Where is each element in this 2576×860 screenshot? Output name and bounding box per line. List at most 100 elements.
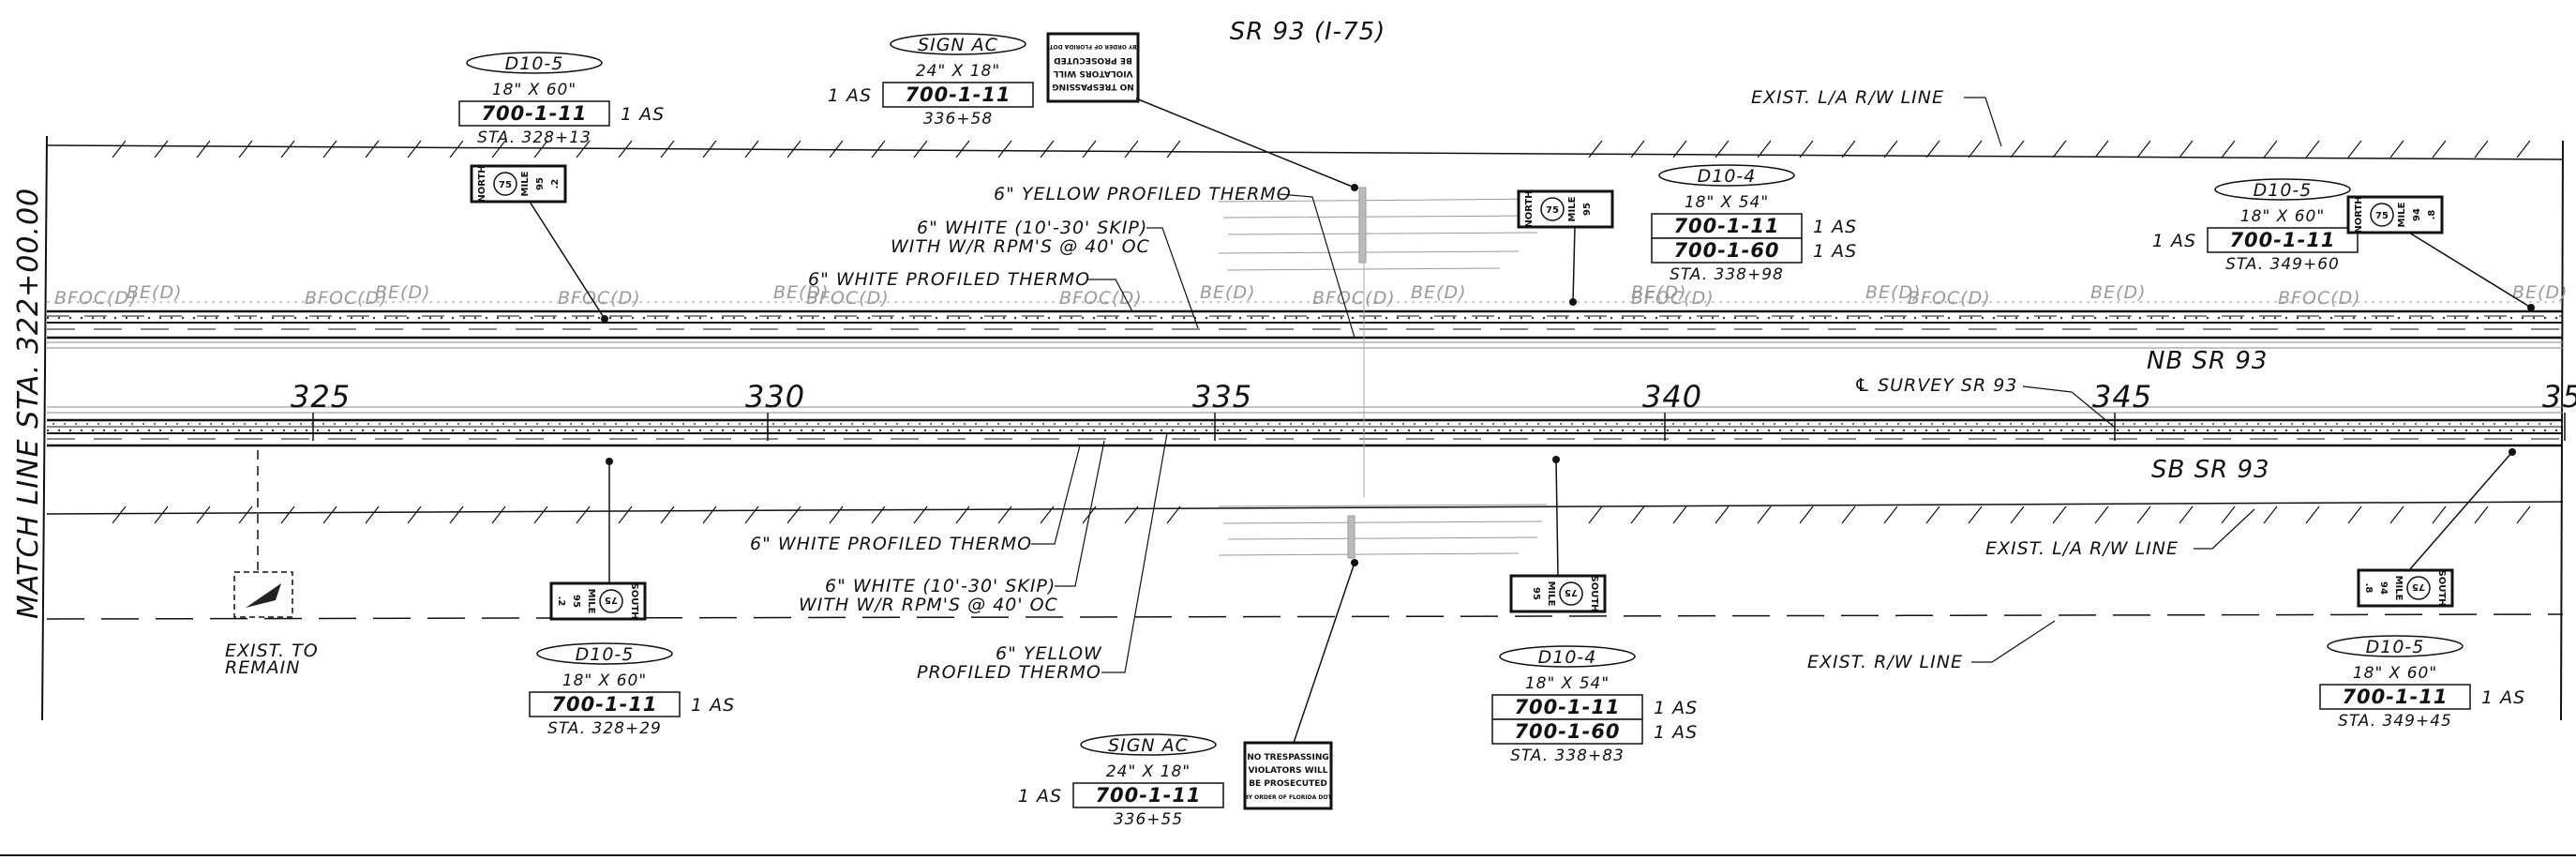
pay-qty: 1 AS [1654, 722, 1698, 743]
svg-text:NO TRESPASSING: NO TRESPASSING [1052, 82, 1134, 91]
sign-station: STA. 338+98 [1670, 265, 1784, 284]
bfoc-label: BFOC(D) [54, 288, 138, 309]
pay-item: 700-1-60 [1673, 239, 1779, 262]
marker-direction: SOUTH [1589, 575, 1599, 611]
sign-size: 18" X 54" [1685, 193, 1769, 212]
nb-roadway-label: NB SR 93 [2147, 347, 2268, 375]
rw-line-top [46, 144, 2564, 160]
marker-direction: NORTH [1524, 190, 1535, 227]
pay-qty: 1 AS [2152, 231, 2196, 251]
pay-qty: 1 AS [691, 695, 735, 716]
marker-direction: NORTH [477, 165, 487, 202]
bfoc-label: BFOC(D) [1059, 288, 1143, 309]
pay-item: 700-1-11 [2229, 229, 2335, 251]
interstate-shield-icon [493, 172, 517, 196]
sign-type: SIGN AC [1108, 735, 1189, 756]
pay-item: 700-1-11 [1095, 784, 1201, 807]
sb-roadway-label: SB SR 93 [2151, 456, 2270, 484]
station-label: 325 [291, 379, 351, 415]
be-label: BE(D) [773, 282, 830, 303]
match-line-label: MATCH LINE STA. 322+00.00 [12, 188, 45, 619]
svg-text:75: 75 [605, 595, 618, 605]
interstate-shield-icon [1559, 581, 1583, 606]
sign-station: 336+58 [923, 110, 993, 128]
marker-number: 94 [2412, 208, 2422, 221]
pay-item: 700-1-11 [2342, 686, 2448, 708]
marker-number: 94 [2378, 581, 2389, 595]
be-label: BE(D) [2512, 282, 2569, 303]
sign-type: D10-5 [576, 644, 635, 665]
marker-direction: NORTH [2354, 196, 2364, 233]
marker-direction: SOUTH [629, 582, 639, 619]
marker-fraction: .8 [2363, 583, 2374, 594]
marker-number: 95 [1531, 587, 1541, 600]
station-label: 340 [1642, 379, 1702, 415]
pay-qty: 1 AS [1654, 698, 1698, 718]
pay-qty: 1 AS [1018, 786, 1062, 807]
marker-word: MILE [2397, 202, 2407, 227]
bfoc-labels: BFOC(D) BFOC(D) BFOC(D) BFOC(D) BFOC(D) BFOC(… [54, 282, 2569, 309]
yellow-profiled-bottom-2: PROFILED THERMO [917, 662, 1101, 683]
yellow-profiled-top-label: 6" YELLOW PROFILED THERMO [994, 184, 1292, 204]
exist-to-remain-1: EXIST. TO [225, 641, 319, 661]
pay-qty: 1 AS [1813, 217, 1857, 237]
white-skip-top-1: 6" WHITE (10'-30' SKIP) [917, 218, 1147, 238]
no-trespassing-sign-top: NO TRESPASSING VIOLATORS WILL BE PROSECU… [1046, 32, 1140, 103]
marker-word: MILE [1546, 581, 1556, 607]
bfoc-label: BFOC(D) [2278, 288, 2361, 309]
svg-text:75: 75 [2375, 211, 2389, 221]
bfoc-label: BFOC(D) [1908, 288, 1991, 309]
white-skip-bottom-2: WITH W/R RPM'S @ 40' OC [799, 595, 1058, 615]
white-profiled-top-label: 6" WHITE PROFILED THERMO [808, 269, 1090, 290]
pay-qty: 1 AS [621, 104, 665, 125]
station-label: 35 [2542, 379, 2576, 415]
bfoc-label: BFOC(D) [806, 288, 890, 309]
marker-fraction: .2 [550, 179, 561, 189]
sign-size: 18" X 60" [2353, 664, 2437, 683]
interstate-shield-icon [1540, 197, 1565, 221]
sign-type: D10-4 [1698, 166, 1757, 187]
exist-la-rw-bottom-label: EXIST. L/A R/W LINE [1985, 538, 2179, 559]
marker-number: 95 [535, 177, 546, 190]
sign-station: STA. 349+45 [2338, 712, 2452, 731]
callouts: EXIST. L/A R/W LINE 6" YELLOW PROFILED T… [225, 87, 2255, 683]
marker-word: MILE [2393, 576, 2404, 601]
sheet-title: SR 93 (I-75) [1230, 18, 1386, 46]
bfoc-label: BFOC(D) [558, 288, 641, 309]
match-line-left [41, 135, 48, 721]
sign-size: 18" X 60" [492, 81, 577, 99]
interstate-shield-icon [599, 589, 623, 613]
station-label: 345 [2092, 379, 2152, 415]
existing-sign-box [233, 571, 293, 618]
white-skip-bottom-1: 6" WHITE (10'-30' SKIP) [825, 576, 1056, 596]
no-trespassing-sign-bottom: NO TRESPASSING VIOLATORS WILL BE PROSECU… [1243, 741, 1333, 810]
marker-word: MILE [1567, 196, 1578, 221]
be-label: BE(D) [1411, 282, 1467, 303]
sign-type: D10-4 [1538, 647, 1597, 668]
pay-qty: 1 AS [828, 85, 872, 106]
marker-fraction: .2 [556, 596, 566, 607]
svg-text:VIOLATORS WILL: VIOLATORS WILL [1248, 766, 1327, 776]
svg-text:BE PROSECUTED: BE PROSECUTED [1249, 779, 1327, 789]
pay-item: 700-1-11 [551, 693, 657, 716]
sign-size: 24" X 18" [916, 62, 1000, 81]
svg-text:75: 75 [1565, 587, 1578, 597]
be-label: BE(D) [375, 282, 431, 303]
sign-type: D10-5 [2254, 180, 2313, 201]
svg-text:75: 75 [1546, 205, 1559, 216]
exist-rw-line [46, 613, 2564, 620]
exist-rw-label: EXIST. R/W LINE [1807, 652, 1963, 672]
